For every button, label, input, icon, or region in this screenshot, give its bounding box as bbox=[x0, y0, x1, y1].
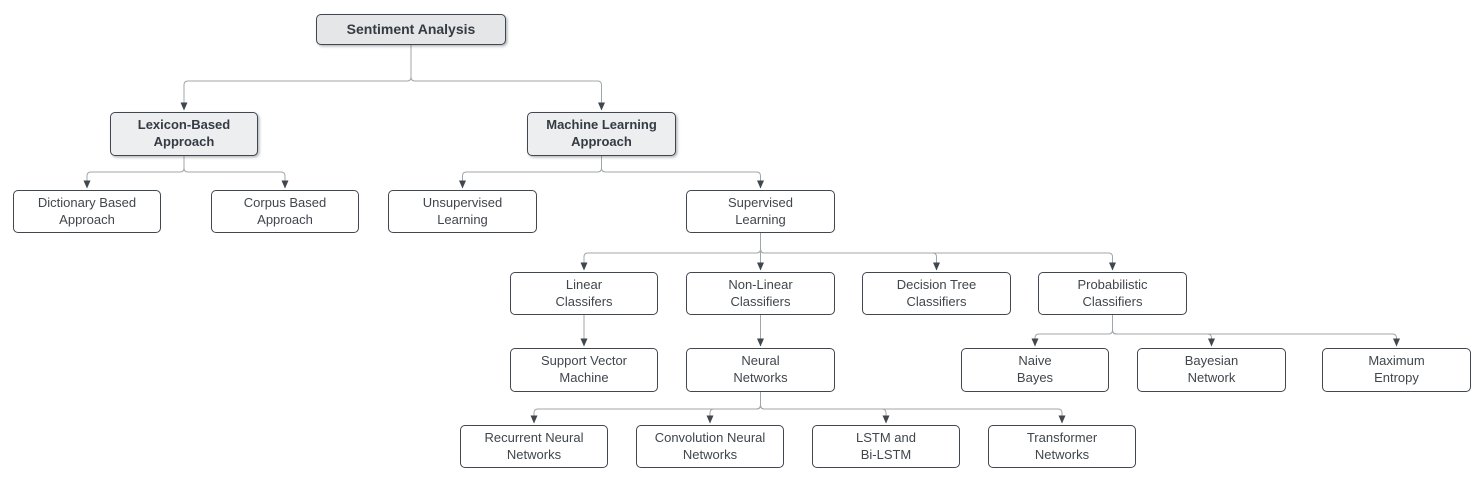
node-neural-networks: Neural Networks bbox=[686, 348, 835, 392]
node-unsupervised-learning: Unsupervised Learning bbox=[388, 190, 537, 233]
node-machine-learning-approach: Machine Learning Approach bbox=[527, 112, 676, 156]
node-label: Dictionary Based Approach bbox=[37, 194, 137, 227]
edge-supervised-learning-to-probabilistic-classifiers bbox=[760, 233, 1116, 271]
node-decision-tree-classifiers: Decision Tree Classifiers bbox=[862, 272, 1011, 315]
node-convolution-neural-networks: Convolution Neural Networks bbox=[636, 425, 784, 468]
edge-machine-learning-approach-to-supervised-learning bbox=[601, 156, 764, 189]
node-label: Recurrent Neural Networks bbox=[484, 429, 584, 462]
edge-probabilistic-classifiers-to-naive-bayes bbox=[1031, 315, 1113, 347]
node-label: Non-Linear Classifiers bbox=[728, 276, 793, 309]
edge-probabilistic-classifiers-to-bayesian-network bbox=[1112, 315, 1215, 347]
node-label: Convolution Neural Networks bbox=[654, 429, 766, 462]
node-corpus-based-approach: Corpus Based Approach bbox=[211, 190, 359, 233]
node-bayesian-network: Bayesian Network bbox=[1137, 348, 1286, 392]
node-label: Neural Networks bbox=[733, 353, 788, 385]
node-support-vector-machine: Support Vector Machine bbox=[510, 348, 658, 392]
node-label: Decision Tree Classifiers bbox=[896, 276, 977, 309]
node-label: Sentiment Analysis bbox=[346, 21, 476, 38]
edge-neural-networks-to-lstm-and-bi-lstm bbox=[760, 392, 890, 424]
node-label: Linear Classifers bbox=[555, 276, 613, 309]
edge-lexicon-based-approach-to-corpus-based-approach bbox=[183, 156, 289, 189]
node-label: LSTM and Bi-LSTM bbox=[856, 429, 916, 462]
node-label: Unsupervised Learning bbox=[422, 194, 503, 227]
edge-neural-networks-to-recurrent-neural-networks bbox=[530, 392, 761, 424]
edge-sentiment-analysis-to-lexicon-based-approach bbox=[180, 45, 412, 111]
node-non-linear-classifiers: Non-Linear Classifiers bbox=[686, 272, 835, 315]
node-label: Probabilistic Classifiers bbox=[1077, 276, 1148, 309]
node-recurrent-neural-networks: Recurrent Neural Networks bbox=[460, 425, 608, 468]
node-probabilistic-classifiers: Probabilistic Classifiers bbox=[1038, 272, 1187, 315]
edge-lexicon-based-approach-to-dictionary-based-approach bbox=[83, 156, 185, 189]
node-label: Transformer Networks bbox=[1026, 429, 1098, 462]
node-linear-classifers: Linear Classifers bbox=[510, 272, 658, 315]
node-lexicon-based-approach: Lexicon-Based Approach bbox=[110, 112, 258, 156]
node-supervised-learning: Supervised Learning bbox=[686, 190, 835, 233]
edge-machine-learning-approach-to-unsupervised-learning bbox=[459, 156, 602, 189]
edge-supervised-learning-to-linear-classifers bbox=[580, 233, 761, 271]
node-label: Naive Bayes bbox=[1016, 353, 1054, 385]
node-transformer-networks: Transformer Networks bbox=[988, 425, 1136, 468]
node-dictionary-based-approach: Dictionary Based Approach bbox=[13, 190, 161, 233]
node-label: Corpus Based Approach bbox=[243, 194, 327, 227]
node-lstm-and-bi-lstm: LSTM and Bi-LSTM bbox=[812, 425, 960, 468]
node-label: Lexicon-Based Approach bbox=[137, 117, 231, 149]
node-label: Maximum Entropy bbox=[1368, 353, 1425, 385]
edge-sentiment-analysis-to-machine-learning-approach bbox=[410, 45, 605, 111]
node-label: Machine Learning Approach bbox=[546, 117, 657, 149]
edge-probabilistic-classifiers-to-maximum-entropy bbox=[1112, 315, 1400, 347]
node-maximum-entropy: Maximum Entropy bbox=[1322, 348, 1471, 392]
edge-supervised-learning-to-decision-tree-classifiers bbox=[760, 233, 940, 271]
edge-neural-networks-to-transformer-networks bbox=[760, 392, 1066, 424]
node-sentiment-analysis: Sentiment Analysis bbox=[316, 14, 506, 45]
node-label: Bayesian Network bbox=[1184, 353, 1239, 385]
node-naive-bayes: Naive Bayes bbox=[961, 348, 1109, 392]
node-label: Supervised Learning bbox=[727, 194, 794, 227]
node-label: Support Vector Machine bbox=[541, 353, 627, 385]
edge-neural-networks-to-convolution-neural-networks bbox=[706, 392, 761, 424]
